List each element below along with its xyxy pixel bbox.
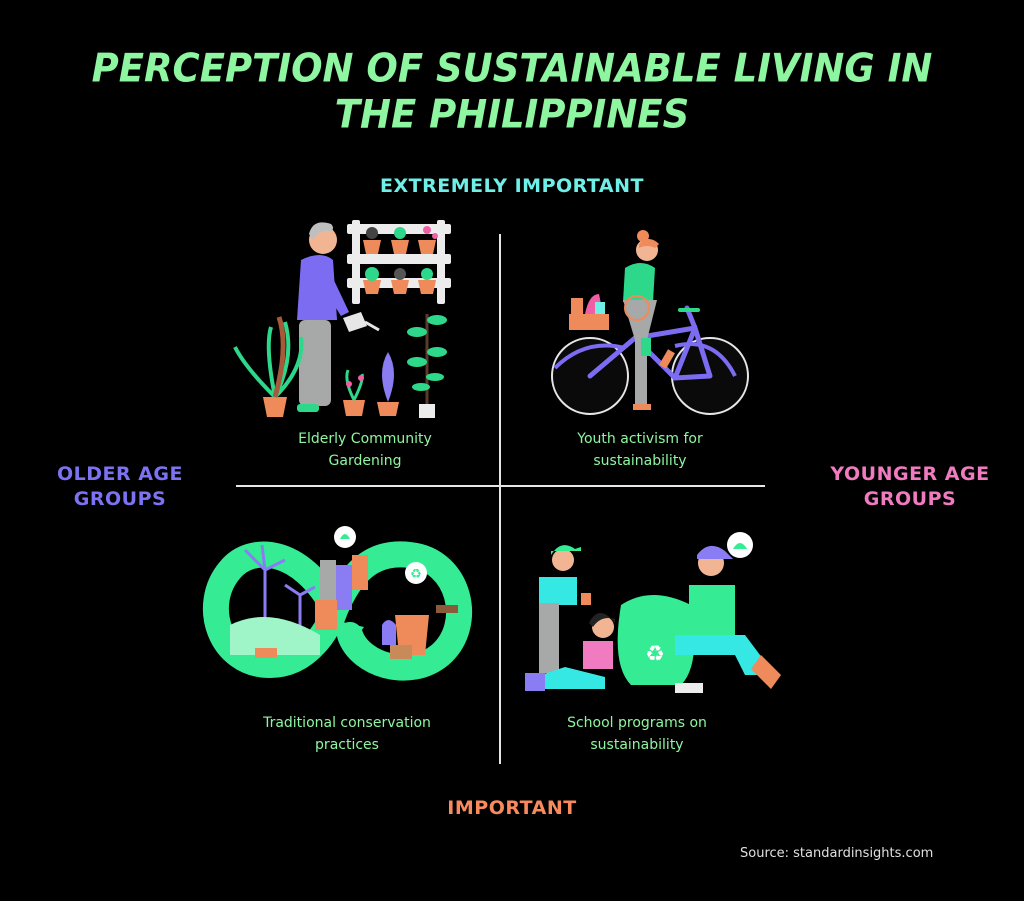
axis-label-important: IMPORTANT bbox=[447, 797, 577, 819]
left-label-line-1: OLDER AGE bbox=[56, 463, 184, 485]
vertical-axis-divider bbox=[499, 234, 501, 764]
right-label-line-2: GROUPS bbox=[863, 488, 957, 510]
svg-text:♻: ♻ bbox=[410, 567, 422, 582]
title-line-2: THE PHILIPPINES bbox=[334, 92, 690, 138]
right-label-line-1: YOUNGER AGE bbox=[830, 463, 990, 485]
conservation-infinity-illustration: ♻ bbox=[202, 526, 473, 681]
caption-elderly-community-gardening: Elderly Community Gardening bbox=[298, 431, 432, 469]
left-label-line-2: GROUPS bbox=[73, 488, 167, 510]
elderly-gardening-illustration bbox=[233, 220, 451, 418]
svg-text:♻: ♻ bbox=[645, 642, 665, 667]
source-credit: Source: standardinsights.com bbox=[740, 846, 934, 861]
axis-label-extremely-important: EXTREMELY IMPORTANT bbox=[380, 175, 644, 197]
page-title: PERCEPTION OF SUSTAINABLE LIVING IN THE … bbox=[0, 46, 1024, 138]
caption-traditional-conservation: Traditional conservation practices bbox=[263, 715, 431, 753]
title-line-1: PERCEPTION OF SUSTAINABLE LIVING IN bbox=[91, 45, 933, 91]
horizontal-axis-divider bbox=[236, 485, 765, 487]
youth-bicycle-illustration bbox=[551, 230, 749, 415]
axis-label-younger-age-groups: YOUNGER AGE GROUPS bbox=[810, 462, 1010, 512]
axis-label-older-age-groups: OLDER AGE GROUPS bbox=[40, 462, 200, 512]
caption-school-programs: School programs on sustainability bbox=[567, 715, 707, 753]
caption-youth-activism: Youth activism for sustainability bbox=[577, 431, 703, 469]
school-recycling-illustration: ♻ bbox=[525, 532, 781, 693]
